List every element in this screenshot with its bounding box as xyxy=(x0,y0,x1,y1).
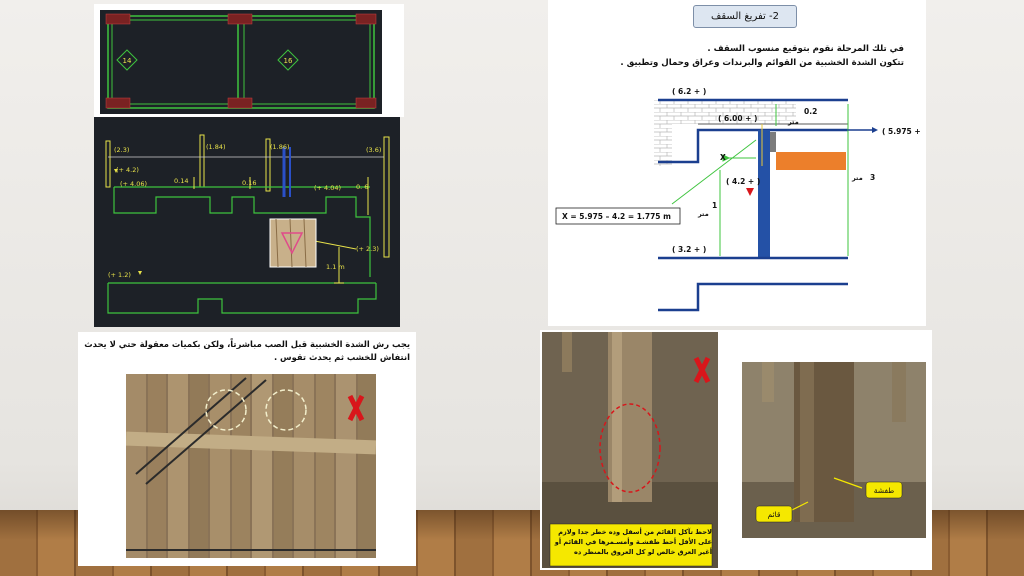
propped-post-photo: طفشة قائم xyxy=(742,362,926,538)
label-1-86: (1.86) xyxy=(270,143,290,151)
wetting-caption: يجب رش الشدة الخشبية قبل الصب مباشرتاً، … xyxy=(84,339,410,362)
label-1-84: (1.84) xyxy=(206,143,226,151)
formula-text: X = 5.975 – 4.2 = 1.775 m xyxy=(562,212,671,221)
label-2-3: (2.3) xyxy=(114,146,129,154)
label-plus-4-06: (+ 4.06) xyxy=(120,180,147,188)
cad-section-panel: (2.3) (1.84) (1.86) (3.6) (+ 4.2) (+ 4.0… xyxy=(94,117,400,327)
formula-box xyxy=(555,207,681,225)
slab-thickness: 0.2 xyxy=(804,107,817,116)
qaem-tag xyxy=(755,505,793,523)
label-plus-4-04: (+ 4.04) xyxy=(314,184,341,192)
level-slab: ( 6.00 + ) xyxy=(718,114,757,123)
decay-note: لاحظ تآكل القائم من أسفل وده خطر جدا ولا… xyxy=(554,528,712,556)
wetting-formwork-card: يجب رش الشدة الخشبية قبل الصب مباشرتاً، … xyxy=(78,332,416,566)
bullet-1: في تلك المرحلة نقوم بتوقيع منسوب السقف . xyxy=(707,44,904,54)
section-title: 2- تفريغ السقف xyxy=(711,11,779,22)
formwork-photo xyxy=(126,374,376,558)
height-3-unit: متر xyxy=(851,174,863,182)
label-1-1m: 1.1 m xyxy=(326,263,345,271)
level-4-2: ( 4.2 + ) xyxy=(726,177,760,186)
section-title-box: 2- تفريغ السقف xyxy=(693,5,797,28)
cad-plan-panel: 14 16 xyxy=(94,4,404,117)
level-bottom: ( 3.2 + ) xyxy=(672,245,706,254)
height-1: 1 xyxy=(712,201,717,210)
note-box xyxy=(549,523,713,567)
label-plus-2-3: (+ 2.3) xyxy=(356,245,379,253)
label-plus-4-2: (+ 4.2) xyxy=(116,166,139,174)
slab-thickness-unit: متر xyxy=(787,118,799,126)
wrong-mark-icon-2 xyxy=(693,356,711,384)
label-0-16: 0.16 xyxy=(242,179,256,187)
qaem-label: قائم xyxy=(768,510,781,519)
level-marker-red xyxy=(746,188,754,196)
bullet-2: تتكون الشدة الخشبية من القوائم والبرندات… xyxy=(620,58,904,68)
label-plus-1-2: (+ 1.2) xyxy=(108,271,131,279)
decayed-post-photo xyxy=(542,332,718,568)
wrong-mark-icon xyxy=(347,394,365,422)
plan-box-16: 16 xyxy=(284,57,293,65)
level-right: ( 5.975 + xyxy=(882,127,921,136)
height-1-unit: متر xyxy=(697,210,709,218)
slab-level-card: 2- تفريغ السقف في تلك المرحلة نقوم بتوقي… xyxy=(548,0,926,326)
beam-orange xyxy=(776,152,846,170)
x-mark: X xyxy=(720,153,726,162)
label-0-6: 0. 6 xyxy=(356,183,368,191)
tafsha-label: طفشة xyxy=(874,486,895,495)
slab-section-drawing: ( 6.2 + ) ( 6.00 + ) 0.2 متر ( 5.975 + X… xyxy=(555,87,921,312)
section-drawing: (2.3) (1.84) (1.86) (3.6) (+ 4.2) (+ 4.0… xyxy=(105,134,390,314)
tafsha-tag xyxy=(865,481,903,499)
floor-plan-drawing: 14 16 xyxy=(100,10,382,114)
label-3-6: (3.6) xyxy=(366,146,381,154)
label-0-14: 0.14 xyxy=(174,177,188,185)
level-top: ( 6.2 + ) xyxy=(672,87,706,96)
column-post xyxy=(758,130,770,258)
decay-posts-card: لاحظ تآكل القائم من أسفل وده خطر جدا ولا… xyxy=(540,330,932,570)
height-3: 3 xyxy=(870,173,875,182)
plan-box-14: 14 xyxy=(123,57,132,65)
